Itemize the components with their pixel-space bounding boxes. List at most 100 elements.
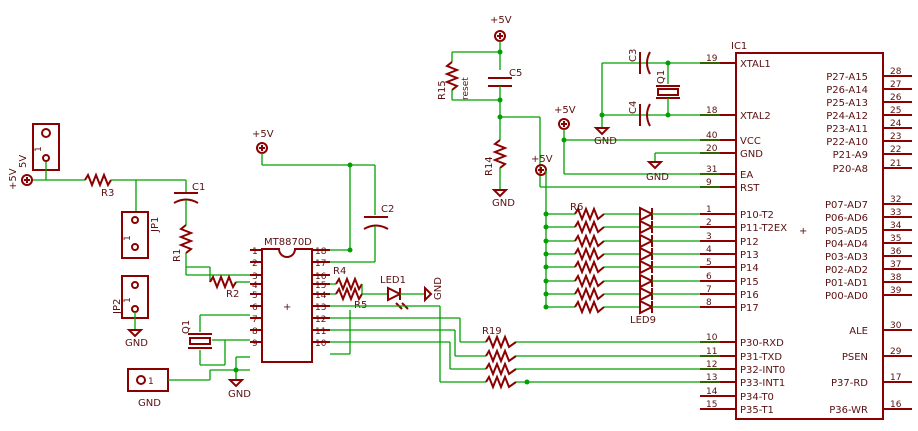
mt8870-pin-number: 13 xyxy=(315,303,326,313)
ic1-pin-name: P32-INT0 xyxy=(740,365,785,376)
ic1-pin-name: P00-AD0 xyxy=(825,291,868,302)
ic1-pin-name: P11-T2EX xyxy=(740,223,787,234)
ic1-pin-number: 6 xyxy=(706,272,712,282)
ic1-right-pins: 28P27-A1527P26-A1426P25-A1325P24-A1224P2… xyxy=(825,67,912,416)
ic1-pin-name: P04-AD4 xyxy=(825,239,868,250)
ic1-pin-number: 2 xyxy=(706,218,712,228)
r19-label: R19 xyxy=(482,326,502,337)
mt8870-pin-number: 2 xyxy=(252,259,258,269)
mt8870-pin-number: 8 xyxy=(252,327,258,337)
ic1-pin-name: P07-AD7 xyxy=(825,200,868,211)
reset-label: reset xyxy=(461,77,471,100)
ic1-pin-number: 21 xyxy=(890,159,901,169)
gnd-label: GND xyxy=(492,198,515,209)
ic1-pin-name: P25-A13 xyxy=(826,98,868,109)
gnd-label: GND xyxy=(228,389,251,400)
q1-label: Q1 xyxy=(181,320,192,334)
ic1-pin-name: RST xyxy=(740,183,760,194)
ic1-pin-number: 16 xyxy=(890,400,902,410)
crystal-q1 xyxy=(657,88,679,96)
ic1-pin-number: 31 xyxy=(706,165,717,175)
junction-dot xyxy=(543,211,549,217)
mt8870-label: MT8870D xyxy=(264,237,312,248)
vcc-label: +5V xyxy=(252,129,274,140)
mt8870-pin-number: 16 xyxy=(315,272,327,282)
ic1-pin-number: 23 xyxy=(890,132,901,142)
junction-dot xyxy=(543,291,549,297)
ic1-pin-name: P16 xyxy=(740,290,759,301)
ic1-pin-number: 7 xyxy=(706,285,712,295)
ic1-pin-name: P12 xyxy=(740,237,759,248)
bank-resistor xyxy=(574,246,605,262)
gnd-symbol xyxy=(126,329,144,338)
ic1-pin-name: P15 xyxy=(740,277,759,288)
junction-dot xyxy=(543,238,549,244)
ic1-pin-name: VCC xyxy=(740,136,761,147)
ic1-pin-name: P03-AD3 xyxy=(825,252,868,263)
ic1-pin-name: PSEN xyxy=(842,352,868,363)
gnd-symbol xyxy=(424,285,433,303)
c4-label: C4 xyxy=(628,101,639,114)
ic1-pin-name: P10-T2 xyxy=(740,210,774,221)
ic1-pin-number: 10 xyxy=(706,333,718,343)
ic1-body xyxy=(735,52,884,420)
gnd-label: GND xyxy=(125,338,148,349)
resistor-r14 xyxy=(492,139,508,169)
ic1-pin-number: 25 xyxy=(890,106,901,116)
ic1-pin-name: P01-AD1 xyxy=(825,278,868,289)
ic1-pin-number: 12 xyxy=(706,360,717,370)
resistor-r1 xyxy=(178,224,194,254)
bank-led xyxy=(639,246,655,262)
vcc-supply-symbol xyxy=(21,174,33,186)
mt8870-origin-mark: + xyxy=(283,302,291,313)
mt8870-pin-number: 1 xyxy=(252,247,258,257)
crystal-q1 xyxy=(189,337,211,345)
resistor-r4 xyxy=(335,276,363,292)
ic1-pin-name: P21-A9 xyxy=(833,150,868,161)
header-5v-pin xyxy=(41,128,51,138)
ic1-pin-number: 35 xyxy=(890,234,901,244)
c5-label: C5 xyxy=(509,68,522,79)
svg-text:1: 1 xyxy=(123,297,133,303)
jumper-jp1 xyxy=(121,211,149,259)
ic1-pin-number: 30 xyxy=(890,321,902,331)
led1-label: LED1 xyxy=(380,275,406,286)
vcc-label: +5V xyxy=(8,168,19,190)
bank-led xyxy=(639,286,655,302)
mt8870-supply: +5V C2 R4 R5 LED1 GND xyxy=(252,129,444,311)
ic1-pin-number: 3 xyxy=(706,232,712,242)
input-section: 1 5V +5V R3 C1 R1 1 JP1 1 JP2 xyxy=(8,123,251,409)
r1-label: R1 xyxy=(172,249,183,262)
mt8870-pin-number: 3 xyxy=(252,272,258,282)
header-5v-label: 5V xyxy=(18,155,29,168)
resistor-bank-r19 xyxy=(485,334,517,390)
mt8870-pin-number: 12 xyxy=(315,315,326,325)
r19-resistor xyxy=(485,361,517,377)
r19-resistor xyxy=(485,374,517,390)
ic1-pin-number: 9 xyxy=(706,178,712,188)
bank-resistor xyxy=(574,273,605,289)
r19-resistor xyxy=(485,334,517,350)
ic1-pin-number: 24 xyxy=(890,119,902,129)
bank-resistor xyxy=(574,286,605,302)
ic1-pin-number: 39 xyxy=(890,286,902,296)
ic1-pin-number: 36 xyxy=(890,247,902,257)
ic1-pin-number: 29 xyxy=(890,347,902,357)
jp2-label: JP2 xyxy=(112,299,123,315)
bank-resistor xyxy=(574,299,605,315)
mt8870-pin-number: 7 xyxy=(252,315,258,325)
ic1-label: IC1 xyxy=(731,41,747,52)
led-bank xyxy=(639,206,700,315)
c1-label: C1 xyxy=(192,182,205,193)
ic1-pin-name: P20-A8 xyxy=(833,164,868,175)
ic1-origin-mark: + xyxy=(799,226,807,237)
led9-label: LED9 xyxy=(630,315,656,326)
gnd-symbol xyxy=(593,127,611,136)
mt8870-pin-number: 4 xyxy=(252,281,258,291)
bank-led xyxy=(639,219,655,235)
gnd-label: GND xyxy=(594,136,617,147)
